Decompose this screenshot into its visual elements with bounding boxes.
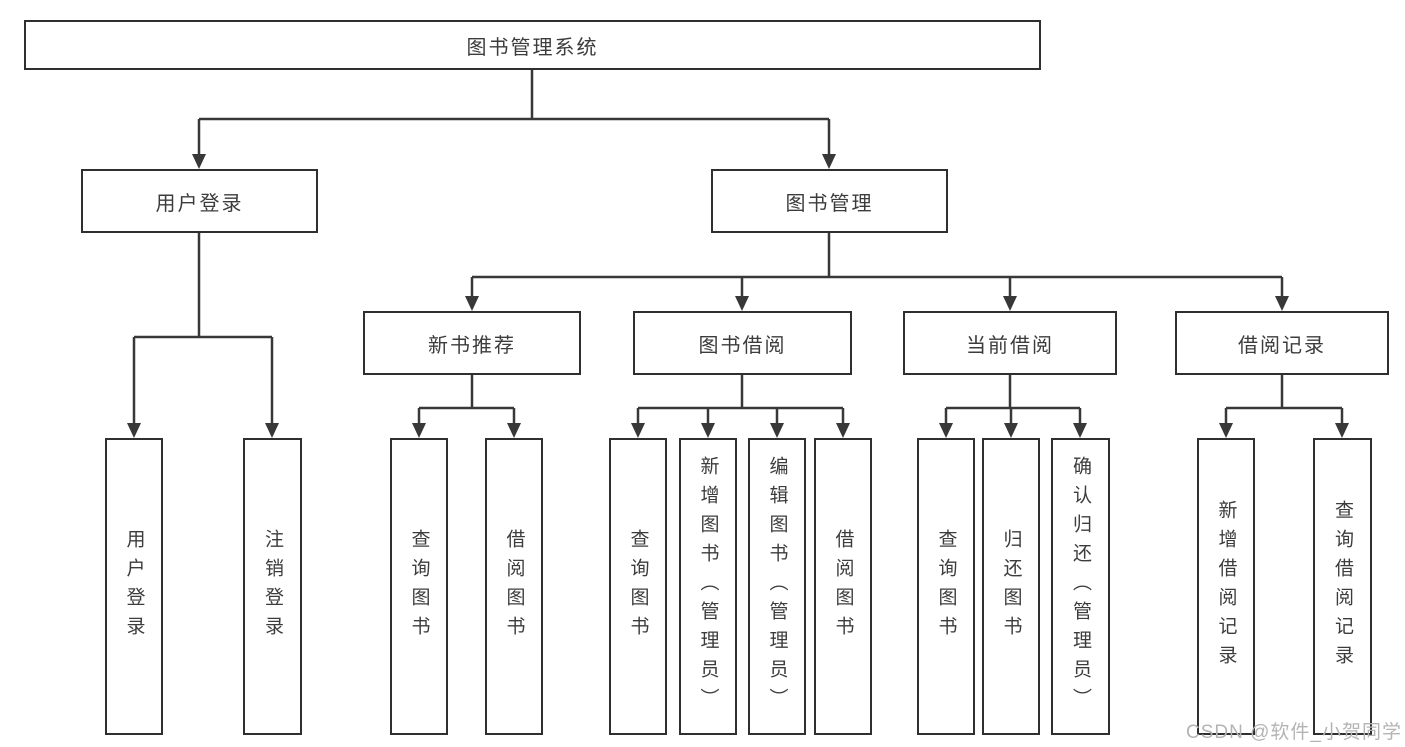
leaf-user-login-label: 用户登录 (123, 528, 145, 645)
node-user-login-label: 用户登录 (155, 192, 244, 215)
leaf-logout-label: 注销登录 (262, 528, 283, 645)
arrow-down-icon (127, 423, 141, 438)
arrow-down-icon (465, 296, 479, 311)
leaf-edit-book-admin: 编辑图书（管理员） (748, 438, 806, 735)
leaf-query-books-borrowing: 查询图书 (609, 438, 667, 735)
leaf-add-borrow-record: 新增借阅记录 (1197, 438, 1255, 735)
csdn-watermark: CSDN @软件_小贺同学 (1186, 722, 1402, 743)
leaf-borrow-books-recommend: 借阅图书 (485, 438, 543, 735)
leaf-borrow-books-recommend-label: 借阅图书 (503, 528, 525, 645)
node-library-management-system: 图书管理系统 (24, 20, 1041, 70)
leaf-return-books: 归还图书 (982, 438, 1040, 735)
node-user-login: 用户登录 (81, 169, 318, 233)
arrow-down-icon (192, 154, 206, 169)
leaf-add-book-admin: 新增图书（管理员） (679, 438, 737, 735)
arrow-down-icon (1004, 423, 1018, 438)
node-library-management-system-label: 图书管理系统 (466, 36, 599, 59)
arrow-down-icon (1003, 296, 1017, 311)
arrow-down-icon (822, 154, 836, 169)
leaf-query-books-current-label: 查询图书 (935, 528, 957, 645)
arrow-down-icon (265, 423, 279, 438)
leaf-query-books-recommend-label: 查询图书 (408, 528, 430, 645)
leaf-query-borrow-record-label: 查询借阅记录 (1332, 499, 1353, 674)
node-book-borrowing: 图书借阅 (633, 311, 852, 375)
leaf-logout: 注销登录 (243, 438, 302, 735)
node-borrowing-records: 借阅记录 (1175, 311, 1389, 375)
arrow-down-icon (701, 423, 715, 438)
leaf-query-borrow-record: 查询借阅记录 (1313, 438, 1372, 735)
node-book-borrowing-label: 图书借阅 (698, 334, 787, 357)
leaf-query-books-current: 查询图书 (917, 438, 975, 735)
arrow-down-icon (412, 423, 426, 438)
node-new-book-recommendation: 新书推荐 (363, 311, 581, 375)
node-current-borrowing-label: 当前借阅 (966, 334, 1054, 357)
node-book-management: 图书管理 (711, 169, 948, 233)
arrow-down-icon (507, 423, 521, 438)
arrow-down-icon (939, 423, 953, 438)
leaf-edit-book-admin-label: 编辑图书（管理员） (766, 456, 788, 717)
node-book-management-label: 图书管理 (785, 192, 874, 215)
leaf-query-books-recommend: 查询图书 (390, 438, 448, 735)
arrow-down-icon (1275, 296, 1289, 311)
arrow-down-icon (836, 423, 850, 438)
leaf-borrow-books-label: 借阅图书 (832, 528, 854, 645)
leaf-add-book-admin-label: 新增图书（管理员） (697, 456, 719, 717)
arrow-down-icon (1219, 423, 1233, 438)
node-new-book-recommendation-label: 新书推荐 (428, 334, 516, 357)
leaf-confirm-return-admin: 确认归还（管理员） (1051, 438, 1110, 735)
node-borrowing-records-label: 借阅记录 (1238, 334, 1326, 357)
arrow-down-icon (631, 423, 645, 438)
leaf-borrow-books: 借阅图书 (814, 438, 872, 735)
leaf-add-borrow-record-label: 新增借阅记录 (1215, 499, 1237, 674)
arrow-down-icon (770, 423, 784, 438)
arrow-down-icon (1335, 423, 1349, 438)
leaf-confirm-return-admin-label: 确认归还（管理员） (1070, 456, 1091, 717)
leaf-query-books-borrowing-label: 查询图书 (627, 528, 649, 645)
arrow-down-icon (735, 296, 749, 311)
node-current-borrowing: 当前借阅 (903, 311, 1117, 375)
leaf-user-login: 用户登录 (105, 438, 163, 735)
arrow-down-icon (1073, 423, 1087, 438)
leaf-return-books-label: 归还图书 (1000, 528, 1022, 645)
